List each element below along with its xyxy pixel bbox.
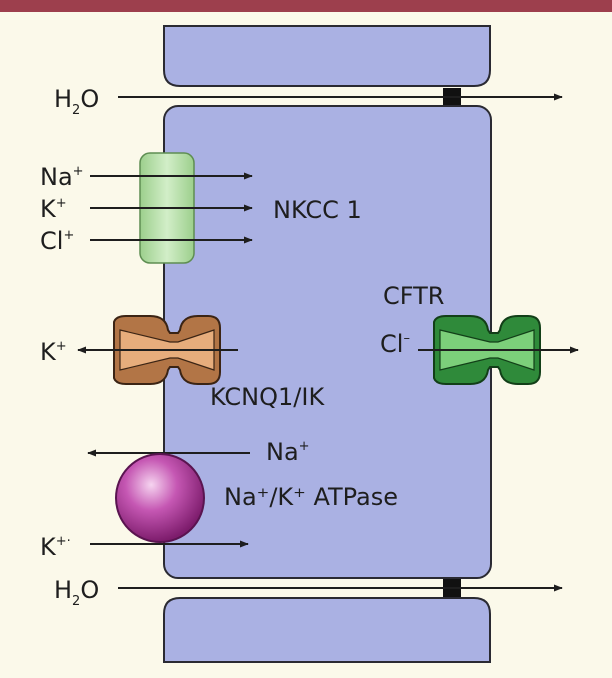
nkcc-k-label: K+ bbox=[40, 195, 67, 223]
top-cell bbox=[163, 25, 491, 87]
nkcc-na-label: Na+ bbox=[40, 163, 84, 191]
water-label-top: H2O bbox=[54, 85, 99, 118]
atpase-k-label: K+· bbox=[40, 533, 71, 561]
na-k-atpase-pump bbox=[115, 453, 205, 543]
cftr-label: CFTR bbox=[383, 282, 444, 310]
header-bar bbox=[0, 0, 612, 12]
water-label-bottom: H2O bbox=[54, 576, 99, 609]
cftr-cl-label: Cl– bbox=[380, 330, 410, 358]
bottom-cell bbox=[163, 597, 491, 663]
atpase-na-label: Na+ bbox=[266, 438, 310, 466]
nkcc-cl-label: Cl+ bbox=[40, 227, 74, 255]
nkcc1-label: NKCC 1 bbox=[273, 196, 362, 224]
kcnq-k-label: K+ bbox=[40, 338, 67, 366]
atpase-name-label: Na⁺/K⁺ ATPase bbox=[224, 483, 398, 511]
kcnq1-ik-label: KCNQ1/IK bbox=[210, 383, 325, 411]
